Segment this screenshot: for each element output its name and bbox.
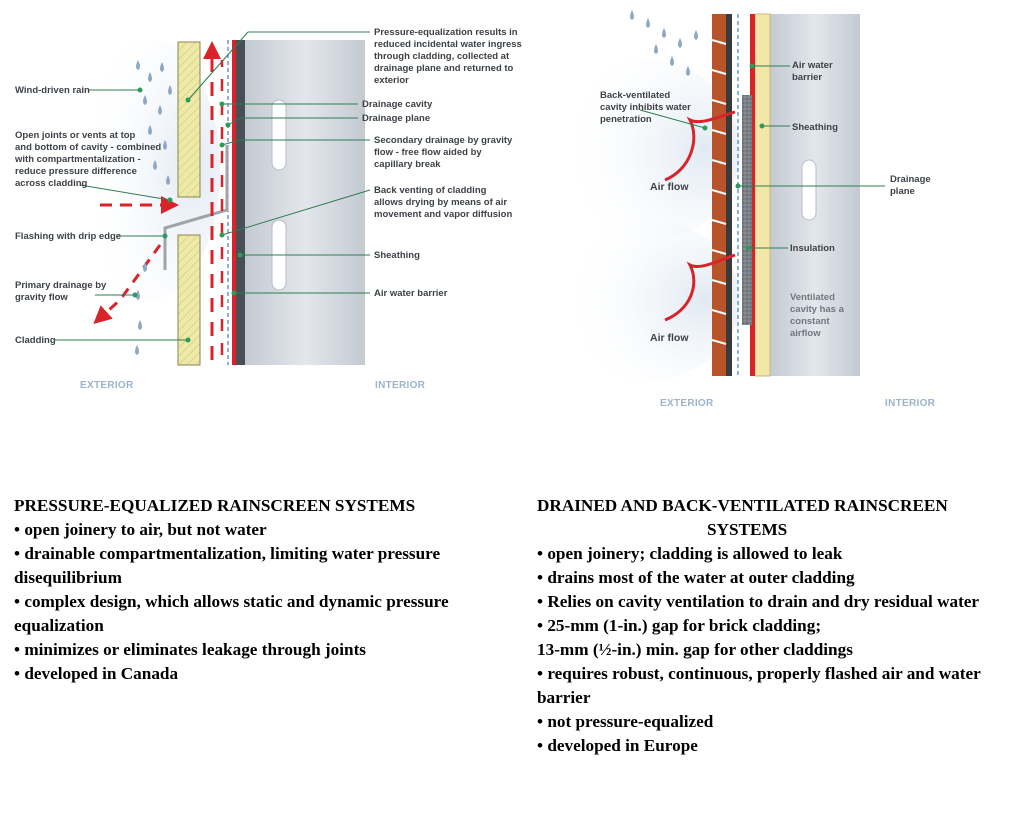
pressure-equalized-heading: PRESSURE-EQUALIZED RAINSCREEN SYSTEMS (14, 496, 416, 515)
left-cladding-bottom (177, 234, 201, 366)
left-cladding-top (177, 41, 201, 198)
label-exterior-right: EXTERIOR (660, 398, 714, 409)
label-secondary-drainage: Secondary drainage by gravity flow - fre… (374, 135, 515, 170)
drained-back-ventilated-text: DRAINED AND BACK-VENTILATED RAINSCREEN S… (537, 494, 1022, 758)
right-sheathing (754, 13, 771, 377)
right-brick-joints (711, 39, 727, 345)
left-air-water-barrier (232, 40, 236, 365)
air-haze-bottom (560, 220, 740, 380)
left-leaders (55, 31, 371, 343)
label-air-flow-bottom: Air flow (650, 332, 689, 344)
list-item: 13-mm (½-in.) min. gap for other claddin… (537, 640, 853, 659)
pressure-equalized-text: PRESSURE-EQUALIZED RAINSCREEN SYSTEMS • … (14, 494, 494, 686)
left-cavity-arrows (93, 41, 224, 360)
label-primary-drainage: Primary drainage by gravity flow (15, 280, 109, 303)
left-stud-hole (271, 99, 287, 171)
label-cladding: Cladding (15, 335, 56, 346)
right-rain-drops (630, 10, 698, 76)
label-drainage-cavity: Drainage cavity (362, 99, 433, 110)
label-interior-left: INTERIOR (375, 380, 426, 391)
list-item: • minimizes or eliminates leakage throug… (14, 640, 366, 659)
label-sheathing-right: Sheathing (792, 122, 838, 133)
list-item: • Relies on cavity ventilation to drain … (537, 592, 980, 611)
list-item: • drains most of the water at outer clad… (537, 568, 855, 587)
list-item: • complex design, which allows static an… (14, 592, 449, 635)
list-item: • developed in Europe (537, 736, 698, 755)
label-back-ventilated: Back-ventilated cavity inhibits water pe… (600, 90, 693, 125)
label-sheathing: Sheathing (374, 250, 420, 261)
label-wind-driven-rain: Wind-driven rain (15, 85, 90, 96)
label-interior-right: INTERIOR (885, 398, 936, 409)
label-pressure-equalization: Pressure-equalization results in reduced… (374, 27, 524, 86)
left-sheathing (236, 40, 245, 365)
list-item: • not pressure-equalized (537, 712, 714, 731)
list-item: • 25-mm (1-in.) gap for brick cladding; (537, 616, 822, 635)
right-stud-hole (801, 159, 817, 221)
drained-heading-line1: DRAINED AND BACK-VENTILATED RAINSCREEN (537, 496, 948, 515)
label-air-water-barrier: Air water barrier (374, 288, 448, 299)
label-insulation: Insulation (790, 243, 835, 254)
label-flashing: Flashing with drip edge (15, 231, 121, 242)
left-rain-drops (135, 60, 172, 355)
list-item: • open joinery to air, but not water (14, 520, 267, 539)
label-air-flow-top: Air flow (650, 181, 689, 193)
label-back-venting: Back venting of cladding allows drying b… (374, 185, 512, 220)
label-drainage-plane-right: Drainage plane (890, 174, 933, 197)
left-diagram: Wind-driven rain Open joints or vents at… (14, 27, 524, 391)
right-insulation (742, 95, 752, 325)
right-cladding-backer (726, 14, 732, 376)
label-air-water-barrier-right: Air water barrier (792, 60, 835, 83)
left-flashing (163, 145, 229, 270)
label-exterior-left: EXTERIOR (80, 380, 134, 391)
label-ventilated-cavity: Ventilated cavity has a constant airflow (790, 292, 847, 339)
air-haze-top (560, 60, 740, 240)
air-flow-arrow-top (664, 110, 736, 182)
right-air-water-barrier (750, 14, 755, 376)
right-leaders (639, 63, 885, 251)
drained-heading-line2: SYSTEMS (707, 520, 788, 539)
label-open-joints: Open joints or vents at top and bottom o… (14, 130, 164, 189)
list-item: • drainable compartmentalization, limiti… (14, 544, 441, 587)
rainscreen-diagrams: Wind-driven rain Open joints or vents at… (14, 10, 936, 409)
list-item: • developed in Canada (14, 664, 179, 683)
list-item: • requires robust, continuous, properly … (537, 664, 981, 707)
right-diagram: Back-ventilated cavity inhibits water pe… (560, 10, 936, 409)
label-drainage-plane: Drainage plane (362, 113, 430, 124)
left-stud-wall (245, 40, 365, 365)
list-item: • open joinery; cladding is allowed to l… (537, 544, 843, 563)
air-flow-arrow-bottom (664, 253, 736, 322)
right-brick-cladding (712, 14, 726, 376)
